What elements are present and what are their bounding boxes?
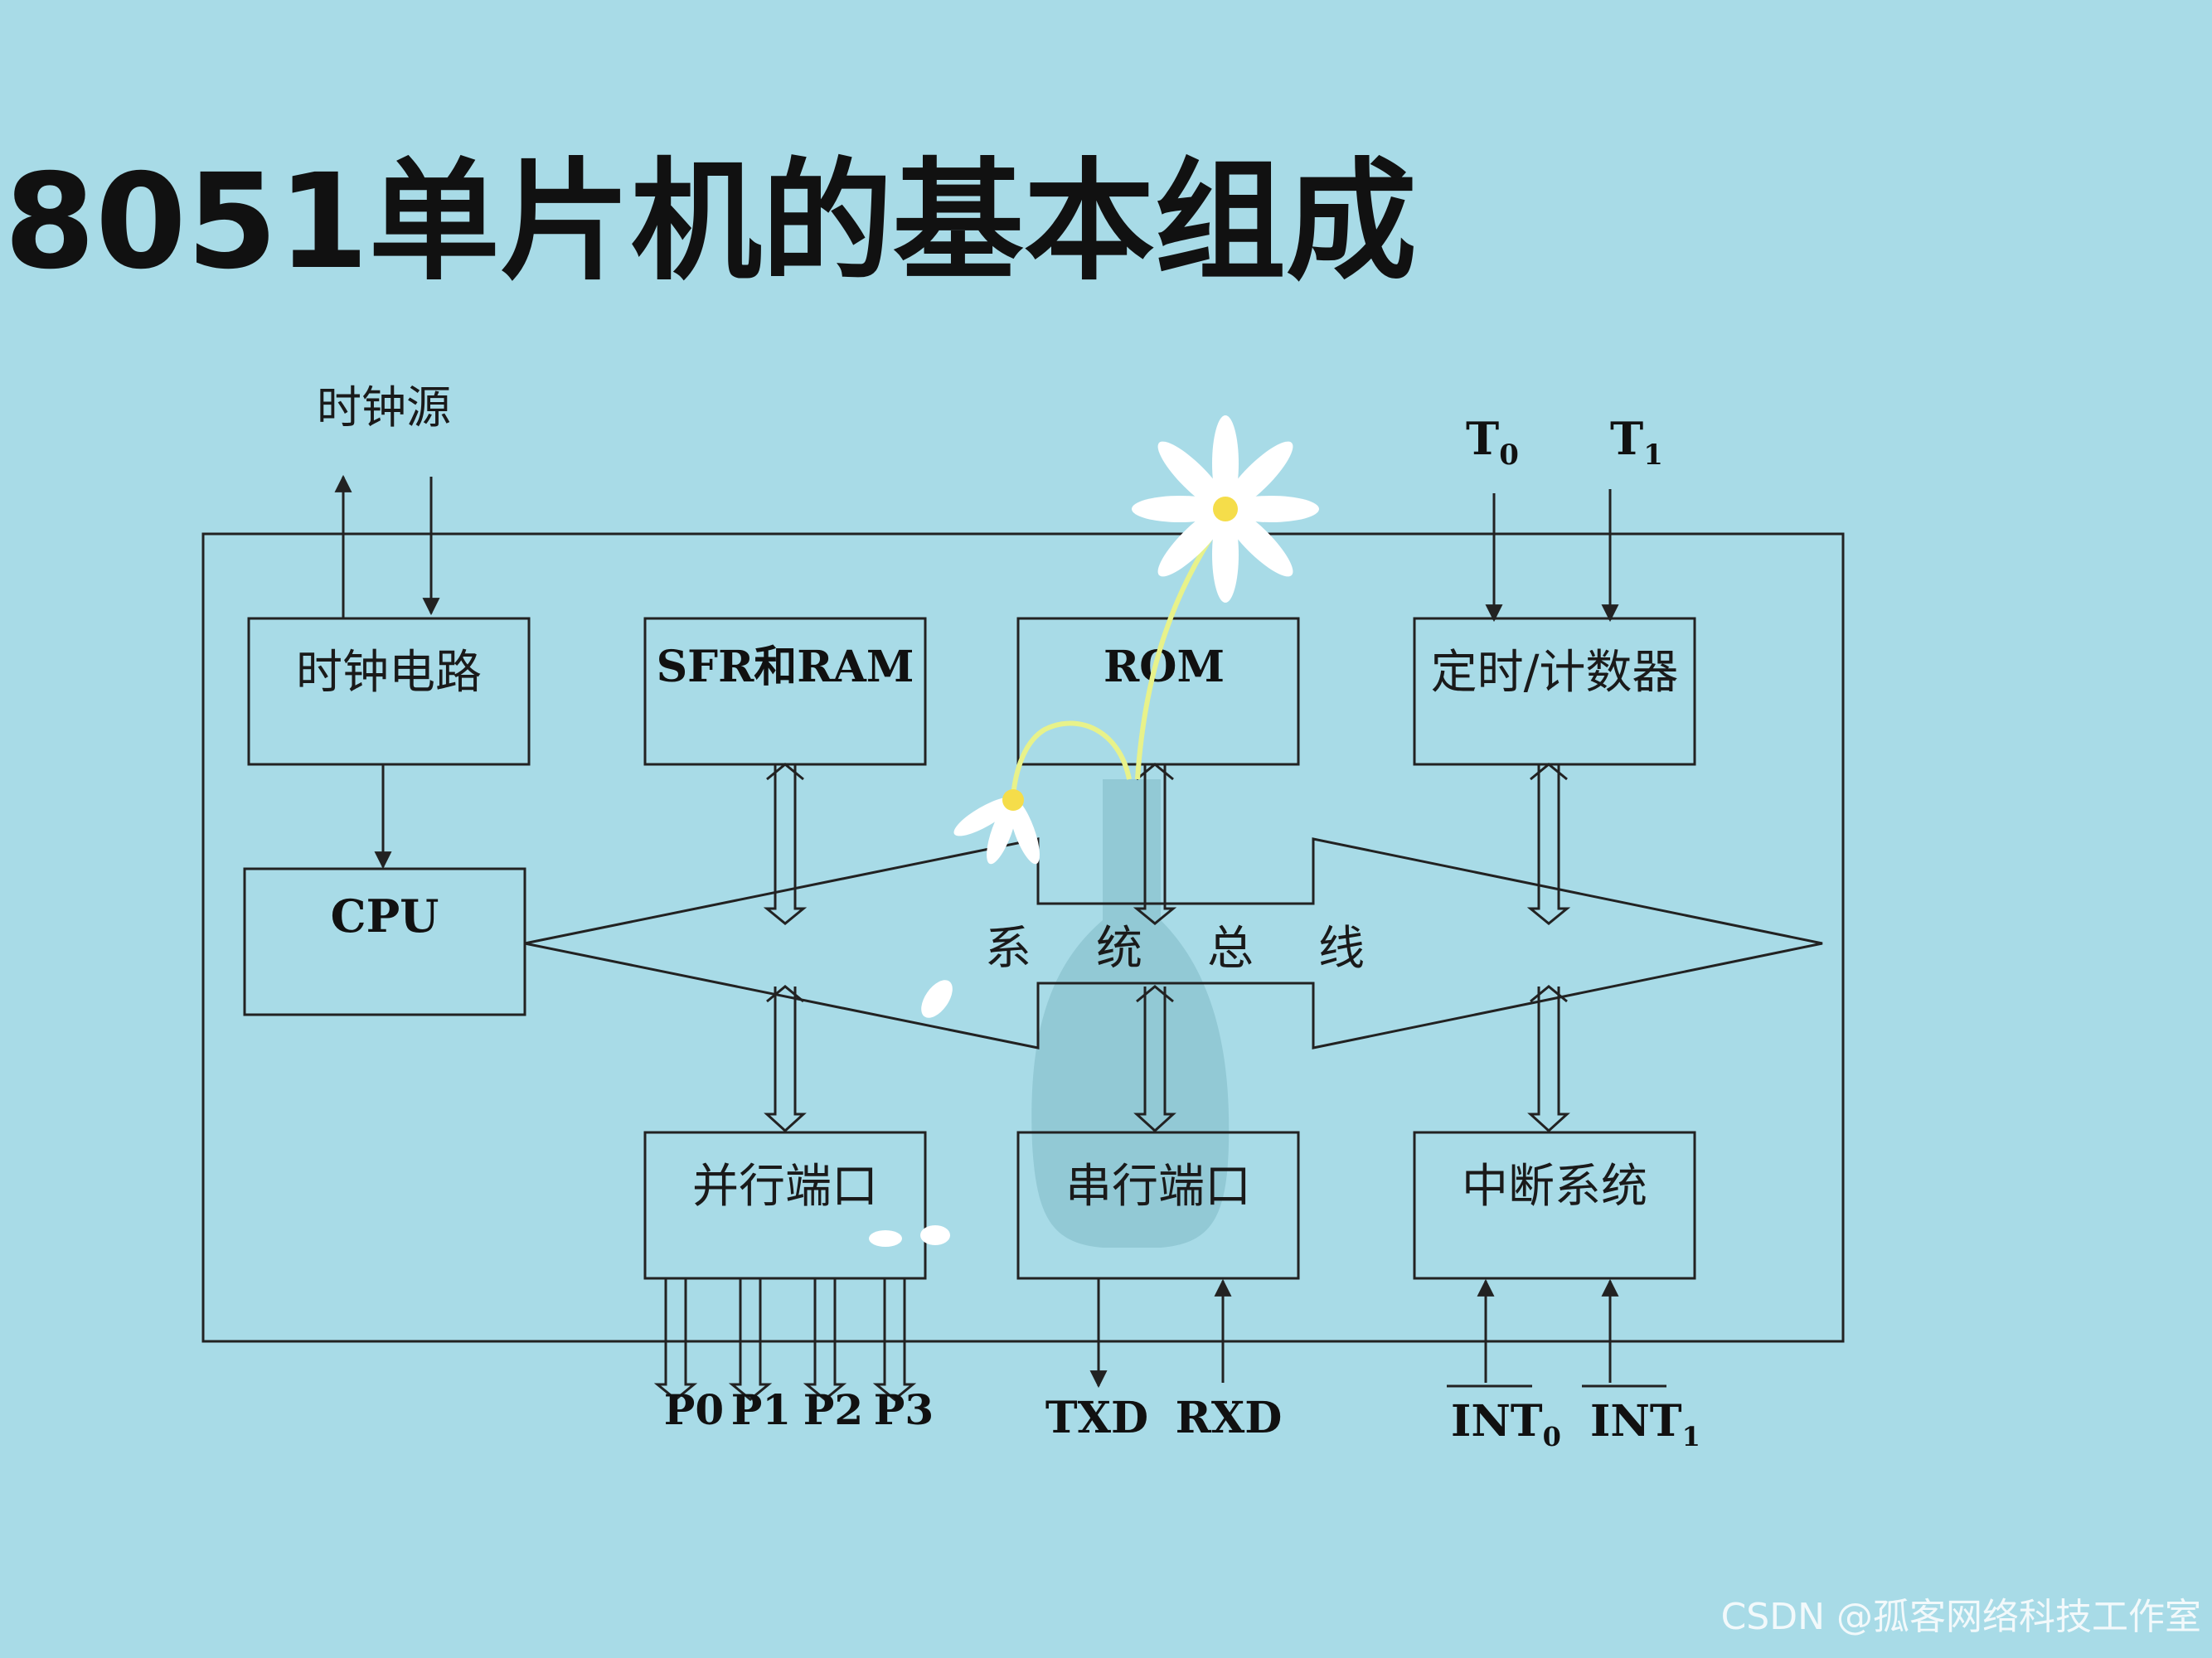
vase-decoration	[1031, 779, 1230, 1248]
clock-source-label: 时钟源	[317, 381, 451, 434]
timer-bus-connector-head	[1530, 763, 1568, 781]
rom-block	[1016, 617, 1300, 766]
port-label-p0: P0	[664, 1385, 724, 1434]
serial-port-block	[1016, 1131, 1300, 1280]
watermark-text: CSDN @孤客网络科技工作室	[1721, 1596, 2201, 1638]
p3-connector	[872, 1278, 917, 1401]
port-label-p1: P1	[731, 1385, 791, 1434]
t1-label: T1	[1610, 412, 1663, 472]
flower-decoration	[869, 415, 1319, 1247]
serial-bus-connector-head	[1136, 985, 1174, 1003]
parallel-bus-connector	[764, 987, 807, 1133]
rom-label: ROM	[1104, 642, 1225, 692]
sfr-ram-bus-connector	[763, 764, 808, 925]
timer-bus-connector	[1526, 764, 1571, 925]
chip-boundary	[201, 532, 1845, 1343]
p1-connector	[728, 1278, 773, 1401]
port-label-p3: P3	[874, 1385, 934, 1434]
interrupt-bus-connector-head	[1530, 985, 1568, 1003]
sfr-ram-label: SFR和RAM	[657, 642, 914, 692]
t0-label: T0	[1466, 412, 1519, 472]
bus-label-group: 系 统 总 线	[985, 922, 1365, 976]
bus-label-char: 总	[1207, 922, 1254, 976]
interrupt-bus-connector	[1527, 987, 1570, 1133]
cpu-label: CPU	[331, 890, 439, 943]
p0-connector	[653, 1278, 698, 1401]
sfr-ram-bus-connector-head	[766, 763, 804, 781]
bus-label-char: 系	[985, 922, 1031, 976]
int1-label: INT1	[1590, 1396, 1700, 1452]
timer-counter-label: 定时/计数器	[1431, 646, 1679, 700]
txd-label: TXD	[1045, 1393, 1148, 1443]
int0-label: INT0	[1451, 1396, 1561, 1452]
timer-counter-block	[1413, 617, 1696, 766]
rxd-label: RXD	[1176, 1393, 1283, 1443]
port-label-p2: P2	[803, 1385, 863, 1434]
serial-port-label: 串行端口	[1065, 1160, 1251, 1214]
system-bus	[524, 837, 1823, 1050]
clock-circuit-label: 时钟电路	[296, 646, 482, 700]
interrupt-system-block	[1413, 1131, 1696, 1280]
parallel-bus-connector-head	[766, 985, 804, 1003]
p2-connector	[803, 1278, 847, 1401]
rom-bus-connector-head	[1136, 763, 1174, 781]
parallel-port-label: 并行端口	[692, 1160, 878, 1214]
clock-circuit-block	[247, 617, 531, 766]
interrupt-system-label: 中断系统	[1462, 1160, 1647, 1214]
bus-label-char: 统	[1096, 922, 1142, 976]
rom-bus-connector	[1133, 764, 1177, 925]
page-title: 8051单片机的基本组成	[4, 146, 1417, 298]
parallel-port-block	[643, 1131, 927, 1280]
serial-bus-connector	[1133, 987, 1176, 1133]
bus-label-char: 线	[1318, 922, 1365, 976]
